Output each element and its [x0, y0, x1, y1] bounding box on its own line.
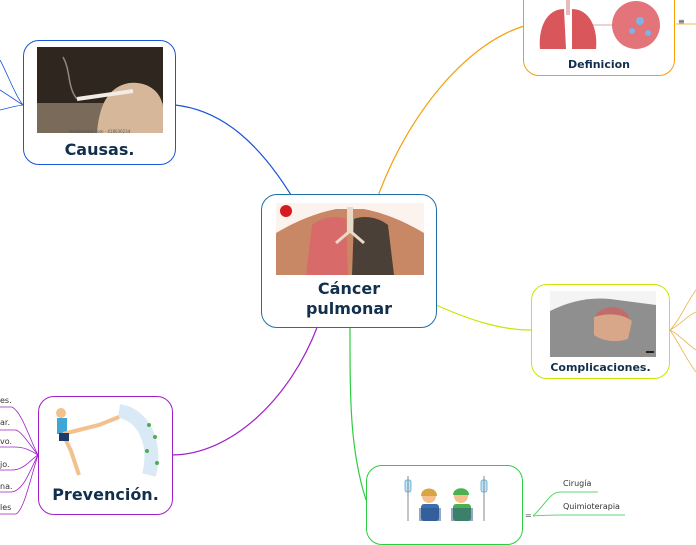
complicaciones-leaf-lines [669, 289, 696, 373]
topic-complicaciones[interactable]: Complicaciones. [531, 284, 670, 379]
definicion-label: Definicion [567, 58, 631, 71]
causas-leaf-lines [0, 59, 24, 111]
tratamiento-leaf-cirugia[interactable]: Cirugía [563, 479, 592, 488]
central-title: Cáncer pulmonar [305, 279, 393, 318]
link-complicaciones [435, 304, 532, 331]
topic-definicion[interactable]: Definicion [523, 0, 675, 76]
central-logo-icon [280, 205, 292, 217]
kicking-cigarette-image [49, 403, 163, 483]
central-node[interactable]: Cáncer pulmonar [261, 194, 437, 328]
prevencion-leaf-5[interactable]: na. [0, 482, 13, 491]
topic-tratamiento[interactable] [366, 465, 523, 545]
prevencion-leaf-lines [0, 406, 39, 515]
smoking-hand-image [37, 47, 163, 133]
prevencion-leaf-3[interactable]: vo. [0, 437, 13, 446]
causas-label: Causas. [64, 140, 135, 159]
link-causas [174, 104, 301, 211]
complicaciones-label: Complicaciones. [550, 361, 651, 374]
tratamiento-collapse-icon[interactable]: = [525, 511, 532, 520]
prevencion-leaf-6[interactable]: les [0, 503, 12, 512]
prevencion-label: Prevención. [52, 485, 159, 504]
chemotherapy-patients-image [397, 476, 493, 521]
tratamiento-leaf-quimioterapia[interactable]: Quimioterapia [563, 502, 620, 511]
connection-lines [0, 23, 696, 517]
link-definicion [377, 24, 529, 197]
prevencion-leaf-4[interactable]: jo. [0, 460, 10, 469]
chest-pain-image [550, 291, 656, 357]
lungs-torso-image [276, 203, 424, 275]
topic-causas[interactable]: shutterstock.com · 418036234 Causas. [23, 40, 176, 165]
causas-image-caption: shutterstock.com · 418036234 [68, 129, 131, 134]
link-tratamiento [349, 327, 367, 501]
lungs-alveoli-image [536, 0, 664, 55]
topic-prevencion[interactable]: Prevención. [38, 396, 173, 515]
definicion-collapse-icon[interactable]: ≡ [678, 17, 685, 26]
tratamiento-leaf-lines [532, 491, 625, 517]
prevencion-leaf-2[interactable]: ar. [0, 418, 10, 427]
prevencion-leaf-1[interactable]: es. [0, 396, 12, 405]
link-prevencion [171, 324, 319, 456]
